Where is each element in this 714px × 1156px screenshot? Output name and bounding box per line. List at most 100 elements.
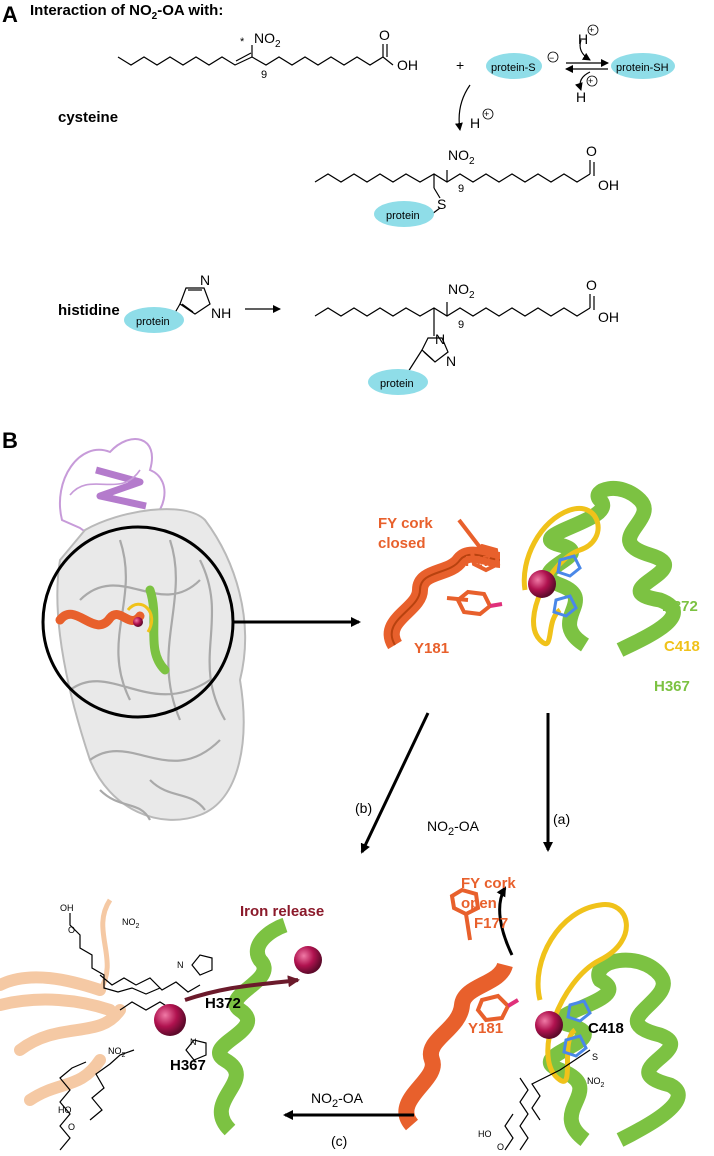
row-label-cysteine: cysteine — [58, 109, 118, 126]
no2oa-middle-label: NO2-OA — [427, 818, 480, 838]
release-chain-1 — [69, 913, 161, 995]
f177-sidechain-stick — [457, 518, 484, 552]
release-bottom-n: N — [190, 1037, 197, 1047]
open-h372-imidazole — [566, 999, 592, 1023]
minus-charge-circle — [547, 51, 559, 63]
cysteine-adduct-position-9: 9 — [458, 183, 464, 195]
histidine-adduct-protein-blob — [368, 369, 428, 395]
h372-imidazole — [556, 554, 582, 578]
closed-iron — [528, 570, 556, 598]
row-label-histidine: histidine — [58, 302, 120, 319]
overview-orange-helix — [55, 609, 145, 630]
cysteine-adduct-s: S — [437, 196, 446, 212]
release-imidazole-2 — [185, 1039, 207, 1061]
open-green-helix — [542, 952, 686, 1147]
reactant-carbonyl-o: O — [379, 27, 390, 43]
release-top-no2: NO2 — [122, 917, 140, 930]
open-f177-label: F177 — [474, 915, 508, 932]
step-a-label: (a) — [553, 811, 570, 827]
open-c418-label: C418 — [588, 1020, 624, 1037]
proton-added-charge: + — [484, 109, 489, 119]
histidine-adduct-carbonyl-o: O — [586, 277, 597, 293]
histidine-adduct-protein-label: protein — [380, 378, 414, 390]
y181-hydroxyl — [489, 602, 503, 608]
proton-top: H — [578, 31, 588, 47]
histidine-adduct-no2: NO2 — [448, 281, 475, 301]
proton-top-charge-circle — [587, 24, 599, 36]
release-top-n: N — [177, 960, 184, 970]
faded-orange-sidechain — [97, 898, 113, 992]
histidine-adduct-oh: OH — [598, 309, 619, 325]
open-f177-sidechain-stick — [464, 913, 472, 941]
iron-release-label: Iron release — [240, 903, 324, 920]
release-chain-2 — [99, 974, 201, 993]
grey-loops — [99, 779, 206, 821]
h367-imidazole — [552, 594, 578, 618]
fy-cork-open-line1: FY cork — [461, 875, 516, 892]
open-cork-curved-arrow — [496, 886, 514, 956]
overview-yellow-loop — [126, 602, 154, 633]
proton-added-charge-circle — [482, 108, 494, 120]
proton-top-charge: + — [589, 25, 594, 35]
release-bottom-o: O — [68, 1122, 75, 1132]
protein-thiolate-label: protein-S — [491, 62, 536, 74]
reactant-no2: NO2 — [254, 30, 281, 50]
open-yellow-loop — [535, 902, 629, 1084]
cysteine-adduct-no2: NO2 — [448, 147, 475, 167]
release-top-o: O — [68, 925, 75, 935]
grey-protein-body — [56, 508, 247, 821]
cysteine-protein-label: protein — [386, 210, 420, 222]
double-bond-asterisk: * — [240, 36, 245, 48]
histidine-adduct-n3: N — [446, 353, 456, 369]
no2oa-bottom-label: NO2-OA — [311, 1090, 364, 1110]
open-fatty-chain-2 — [531, 1049, 591, 1121]
release-chain-5 — [89, 1049, 135, 1121]
closed-state-structure — [383, 480, 681, 657]
closed-c418-label: C418 — [664, 638, 700, 655]
protein-blob-thiolate — [486, 53, 542, 79]
closed-h372-label: H372 — [662, 598, 698, 615]
fy-cork-open-line2: open — [461, 895, 497, 912]
open-y181-ring — [475, 993, 511, 1023]
panel-b-letter: B — [2, 428, 18, 453]
proton-bottom: H — [576, 89, 586, 105]
release-top-oh: OH — [60, 903, 74, 913]
overview-protein-structure — [41, 438, 247, 821]
release-iron-bound — [154, 1004, 186, 1036]
closed-orange-helix-edge — [390, 553, 501, 646]
step-b-label: (b) — [355, 800, 372, 816]
cysteine-protein-blob — [374, 201, 434, 227]
release-chain-4 — [59, 1061, 87, 1151]
open-no2-label: NO2 — [587, 1076, 605, 1089]
arrow-b — [360, 712, 430, 854]
fy-cork-closed-line1: FY cork — [378, 515, 433, 532]
histidine-protein-label: protein — [136, 316, 170, 328]
panel-a-letter: A — [2, 2, 18, 27]
closed-h367-label: H367 — [654, 678, 690, 695]
open-ho-label: HO — [478, 1129, 492, 1139]
release-h367-label: H367 — [170, 1057, 206, 1074]
open-orange-helix — [398, 961, 513, 1131]
cysteine-adduct-structure: NO2 9 S O OH protein — [314, 143, 619, 227]
faded-orange-helix — [0, 971, 126, 1106]
fy-cork-closed-line2: closed — [378, 535, 426, 552]
histidine-adduct-position-9: 9 — [458, 319, 464, 331]
closed-yellow-loop — [521, 505, 601, 646]
nitro-oleic-acid-structure: * NO2 9 O OH — [117, 27, 418, 81]
open-h367-imidazole — [562, 1034, 588, 1058]
open-fatty-chain-1 — [519, 1077, 529, 1151]
open-y181-label: Y181 — [468, 1020, 503, 1037]
imidazole-nh: NH — [211, 305, 231, 321]
open-state-structure: S NO2 HO O — [398, 886, 686, 1152]
open-iron — [535, 1011, 563, 1039]
closed-f177-label: F177 — [465, 553, 499, 570]
open-o-label: O — [497, 1142, 504, 1152]
minus-charge: − — [549, 53, 554, 63]
open-fatty-chain-3 — [504, 1113, 514, 1151]
panel-a-heading: Interaction of NO2-OA with: — [30, 2, 223, 22]
y181-ring — [455, 589, 493, 617]
histidine-protein-blob — [124, 307, 184, 333]
f177-ring — [469, 543, 501, 573]
release-green-helix — [212, 917, 288, 1136]
